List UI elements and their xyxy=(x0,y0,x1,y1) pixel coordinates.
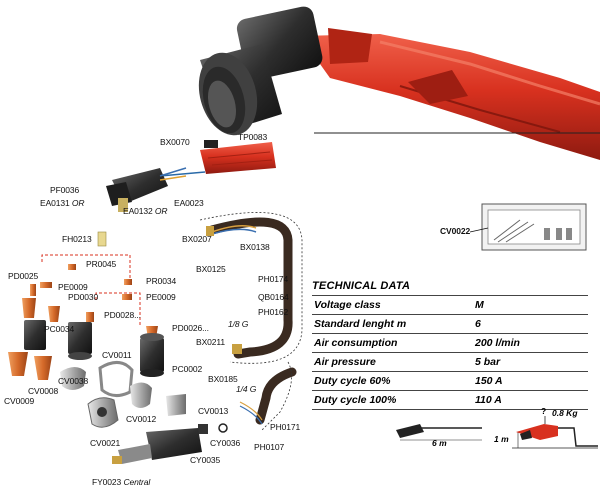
tech-key: Standard lenght m xyxy=(314,318,407,330)
label-BX0185: BX0185 xyxy=(208,374,238,384)
technical-data-title: TECHNICAL DATA xyxy=(312,280,411,292)
label-BX0211: BX0211 xyxy=(196,337,226,347)
weight-label: 0.8 Kg xyxy=(552,408,578,418)
tech-row: Air consumption 200 l/min xyxy=(312,333,588,352)
label-PF0036: PF0036 xyxy=(50,185,80,195)
tech-key: Voltage class xyxy=(314,299,381,311)
label-PH0174: PH0174 xyxy=(258,274,289,284)
label-PD0025: PD0025 xyxy=(8,271,39,281)
central-connector xyxy=(112,428,202,464)
question-label: ? xyxy=(541,406,547,416)
tech-value: M xyxy=(475,299,484,311)
label-CV0012: CV0012 xyxy=(126,414,157,424)
torch-photo xyxy=(198,6,600,160)
label-EA0131: EA0131 OR xyxy=(40,198,85,208)
label-FH0213: FH0213 xyxy=(62,234,92,244)
label-1-4-G: 1/4 G xyxy=(236,384,257,394)
tech-value: 150 A xyxy=(475,375,503,387)
label-CV0038: CV0038 xyxy=(58,376,89,386)
tech-row: Duty cycle 100% 110 A xyxy=(312,390,588,410)
tech-key: Duty cycle 100% xyxy=(314,394,397,406)
length-label: 6 m xyxy=(432,438,447,448)
label-BX0207: BX0207 xyxy=(182,234,212,244)
cable-upper xyxy=(199,212,303,364)
label-BX0138: BX0138 xyxy=(240,242,270,252)
tech-row: Air pressure 5 bar xyxy=(312,352,588,371)
technical-data-table: TECHNICAL DATA Voltage class M Standard l… xyxy=(312,280,588,410)
dimension-torch-weight xyxy=(512,416,598,449)
label-QB0164: QB0164 xyxy=(258,292,289,302)
label-1-8-G: 1/8 G xyxy=(228,319,249,329)
label-FY0023: FY0023 Central xyxy=(92,477,151,487)
height-label: 1 m xyxy=(494,434,509,444)
label-EA0023: EA0023 xyxy=(174,198,204,208)
shield-cups xyxy=(24,320,164,377)
tech-key: Air pressure xyxy=(314,356,376,368)
tech-row: Duty cycle 60% 150 A xyxy=(312,371,588,390)
tech-row: Standard lenght m 6 xyxy=(312,314,588,333)
tech-value: 200 l/min xyxy=(475,337,520,349)
label-PR0045: PR0045 xyxy=(86,259,117,269)
tech-row: Voltage class M xyxy=(312,295,588,314)
label-CV0011: CV0011 xyxy=(102,350,132,360)
label-CV0008: CV0008 xyxy=(28,386,59,396)
tech-value: 5 bar xyxy=(475,356,501,368)
steel-parts xyxy=(60,361,228,434)
label-TP0083: TP0083 xyxy=(238,132,268,142)
tech-value: 6 xyxy=(475,318,481,330)
label-PD0030: PD0030 xyxy=(68,292,99,302)
label-CV0013: CV0013 xyxy=(198,406,229,416)
label-CV0021: CV0021 xyxy=(90,438,121,448)
torch-head-part xyxy=(106,167,187,212)
label-PC0002: PC0002 xyxy=(172,364,203,374)
tech-key: Air consumption xyxy=(314,337,398,349)
case-cv0022 xyxy=(469,203,587,251)
label-EA0132: EA0132 OR xyxy=(123,206,168,216)
label-BX0070: BX0070 xyxy=(160,137,190,147)
label-PH0171: PH0171 xyxy=(270,422,301,432)
label-BX0125: BX0125 xyxy=(196,264,226,274)
copper-parts xyxy=(8,264,158,380)
handle-part xyxy=(159,140,276,177)
label-PE0009-a: PE0009 xyxy=(58,282,88,292)
label-PH0162: PH0162 xyxy=(258,307,289,317)
dimension-torch-length xyxy=(396,424,482,441)
label-PD0028: PD0028... xyxy=(104,310,141,320)
label-CV0022: CV0022 xyxy=(440,226,471,236)
label-PD0026: PD0026... xyxy=(172,323,209,333)
label-CY0036: CY0036 xyxy=(210,438,241,448)
label-CV0009: CV0009 xyxy=(4,396,35,406)
label-PC0034: PC0034 xyxy=(44,324,75,334)
cable-lower xyxy=(239,361,297,431)
label-CY0035: CY0035 xyxy=(190,455,221,465)
label-PE0009-b: PE0009 xyxy=(146,292,176,302)
tech-value: 110 A xyxy=(475,394,502,406)
tech-key: Duty cycle 60% xyxy=(314,375,391,387)
label-PH0107: PH0107 xyxy=(254,442,285,452)
label-PR0034: PR0034 xyxy=(146,276,177,286)
